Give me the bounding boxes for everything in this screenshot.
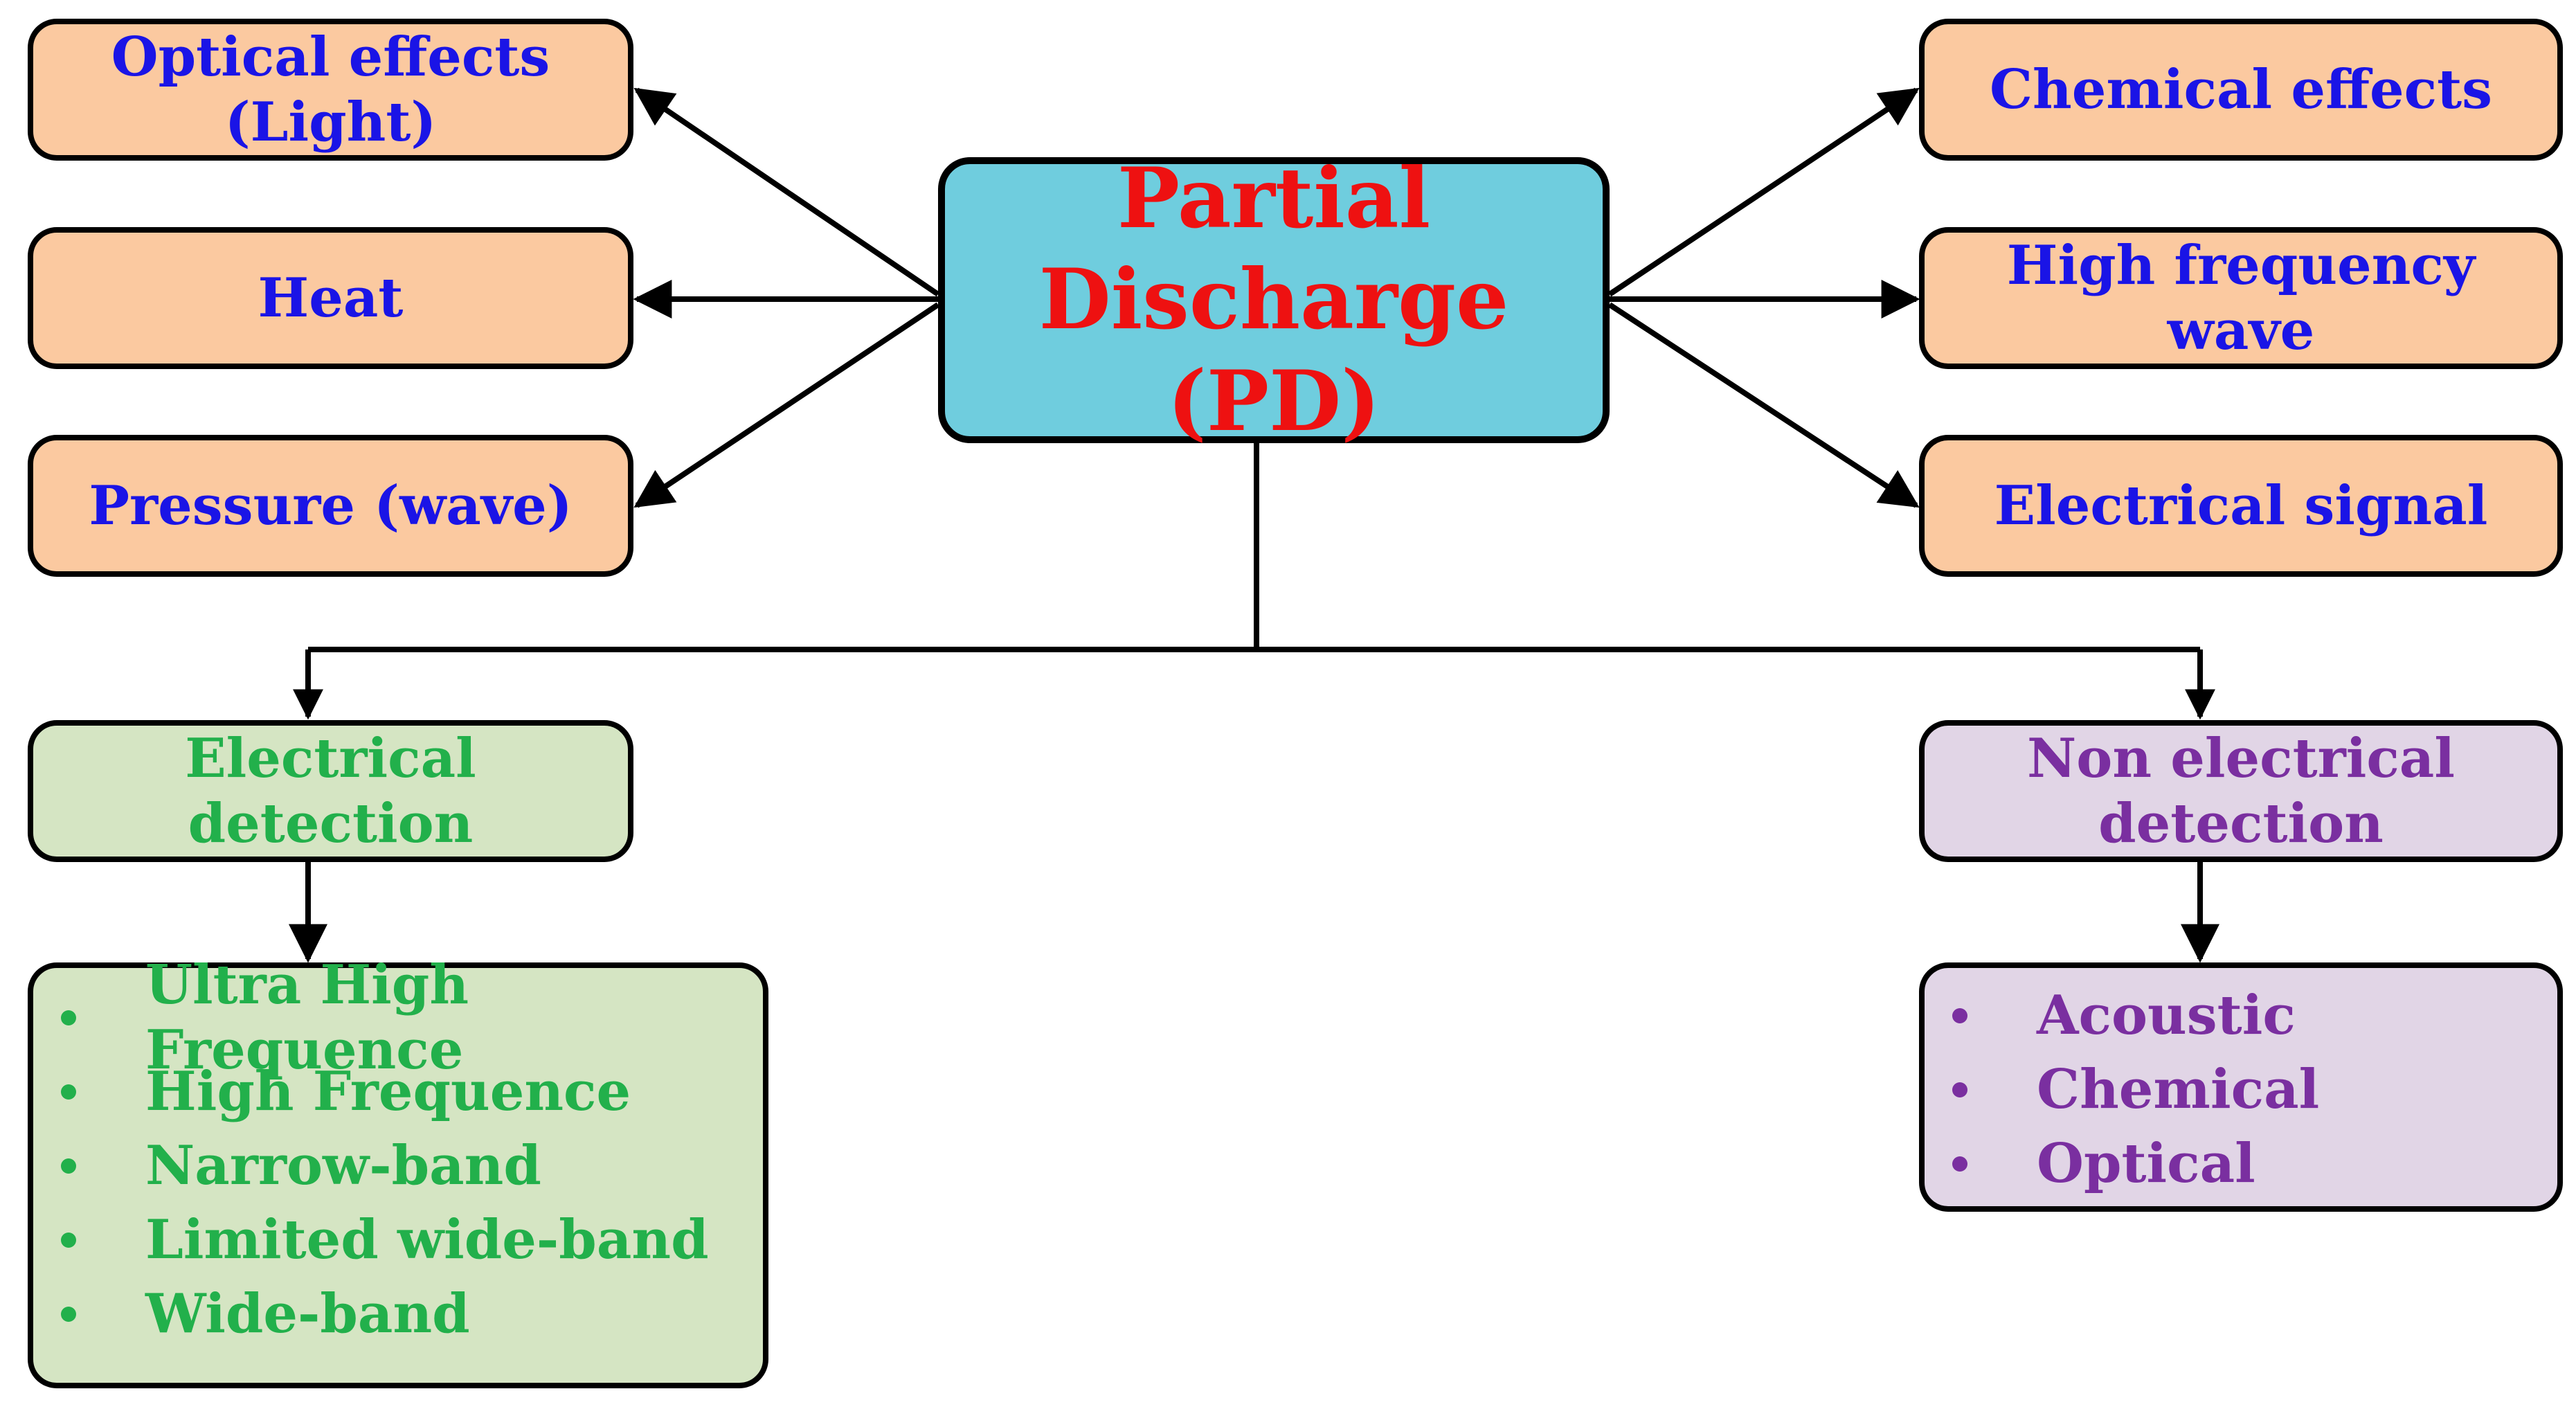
list-item: Limited wide-band bbox=[61, 1203, 763, 1277]
method-label: Optical bbox=[2037, 1131, 2255, 1195]
effect-high-frequency-label: High frequency wave bbox=[2006, 233, 2476, 362]
method-label: Limited wide-band bbox=[145, 1208, 709, 1271]
method-label: Ultra High Frequence bbox=[145, 953, 469, 1082]
effect-optical-box: Optical effects (Light) bbox=[28, 19, 633, 161]
partial-discharge-box: Partial Discharge (PD) bbox=[938, 150, 1610, 450]
method-label: Narrow-band bbox=[145, 1133, 541, 1197]
list-item: Acoustic bbox=[1952, 978, 2319, 1052]
arrow-to-pressure bbox=[633, 302, 940, 508]
non-electrical-title-line2: detection bbox=[2098, 791, 2384, 855]
electrical-methods-list: Ultra High Frequence High Frequence Narr… bbox=[61, 953, 763, 1351]
bullet-icon bbox=[1952, 1156, 1967, 1172]
bullet-icon bbox=[61, 1232, 76, 1248]
arrow-to-optical-effects bbox=[633, 87, 940, 297]
effect-pressure-box: Pressure (wave) bbox=[28, 435, 633, 577]
bullet-icon bbox=[1952, 1082, 1967, 1097]
list-item: Wide-band bbox=[61, 1277, 763, 1351]
electrical-detection-title: Electrical detection bbox=[185, 726, 476, 855]
effect-heat-label: Heat bbox=[258, 266, 404, 330]
bullet-icon bbox=[61, 1306, 76, 1322]
non-electrical-detection-box: Non electrical detection bbox=[1919, 720, 2563, 862]
method-label: High Frequence bbox=[145, 1059, 631, 1123]
non-electrical-methods-list: Acoustic Chemical Optical bbox=[1952, 978, 2319, 1201]
bullet-icon bbox=[61, 1158, 76, 1174]
center-title-line1: Partial bbox=[1117, 149, 1431, 247]
effect-optical-line1: Optical effects bbox=[111, 25, 550, 89]
method-label: Chemical bbox=[2037, 1057, 2320, 1121]
electrical-methods-box: Ultra High Frequence High Frequence Narr… bbox=[28, 953, 768, 1388]
non-electrical-methods-box: Acoustic Chemical Optical bbox=[1919, 962, 2563, 1212]
method-label: Acoustic bbox=[2037, 983, 2296, 1047]
effect-heat-box: Heat bbox=[28, 227, 633, 369]
bullet-icon bbox=[61, 1084, 76, 1100]
bullet-icon bbox=[1952, 1007, 1967, 1023]
electrical-detection-box: Electrical detection bbox=[28, 720, 633, 862]
center-title-line2: Discharge (PD) bbox=[1038, 251, 1509, 450]
bullet-icon bbox=[61, 1010, 76, 1025]
list-item: Ultra High Frequence bbox=[61, 953, 763, 1082]
effect-electrical-signal-label: Electrical signal bbox=[1994, 474, 2488, 537]
non-electrical-title-line1: Non electrical bbox=[2027, 726, 2455, 790]
effect-electrical-signal-box: Electrical signal bbox=[1919, 435, 2563, 577]
effect-optical-line2: (Light) bbox=[224, 90, 437, 154]
arrow-to-electrical-signal bbox=[1607, 302, 1920, 508]
method-label: Wide-band bbox=[145, 1282, 470, 1345]
list-item: Optical bbox=[1952, 1127, 2319, 1201]
list-item: Narrow-band bbox=[61, 1129, 763, 1203]
list-item: High Frequence bbox=[61, 1055, 763, 1129]
effect-chemical-label: Chemical effects bbox=[1989, 57, 2493, 121]
list-item: Chemical bbox=[1952, 1052, 2319, 1127]
arrow-to-chemical-effects bbox=[1607, 87, 1920, 297]
effect-pressure-label: Pressure (wave) bbox=[89, 474, 573, 537]
effect-high-frequency-box: High frequency wave bbox=[1919, 227, 2563, 369]
effect-chemical-box: Chemical effects bbox=[1919, 19, 2563, 161]
